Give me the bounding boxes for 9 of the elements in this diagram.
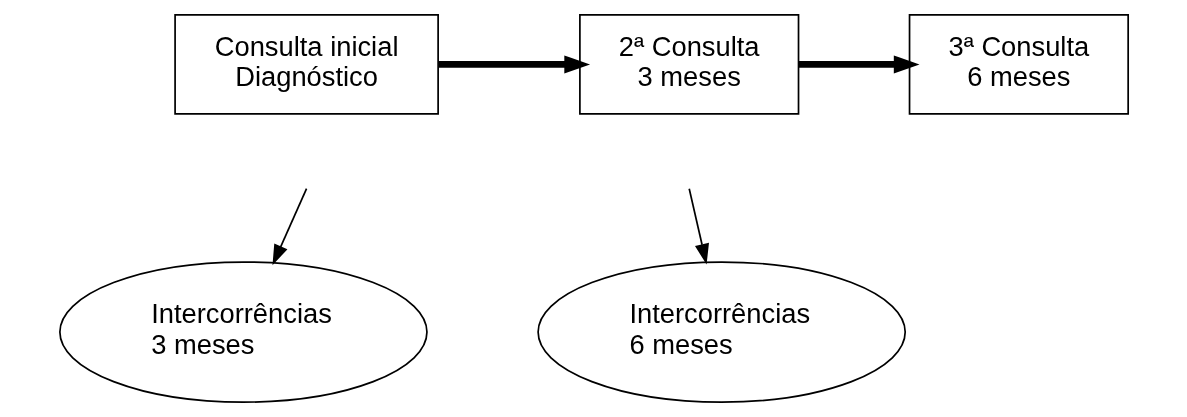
- node-box: 2ª Consulta 3 meses: [578, 14, 799, 115]
- arrow: [798, 55, 919, 74]
- node-ellipse: Intercorrências 3 meses: [58, 261, 428, 403]
- node-box: Consulta inicial Diagnóstico: [173, 14, 439, 115]
- arrow: [438, 55, 590, 74]
- node-ellipse: Intercorrências 6 meses: [536, 261, 906, 403]
- node-box: 3ª Consulta 6 meses: [908, 14, 1129, 115]
- arrow: [687, 187, 709, 265]
- arrow: [272, 187, 307, 266]
